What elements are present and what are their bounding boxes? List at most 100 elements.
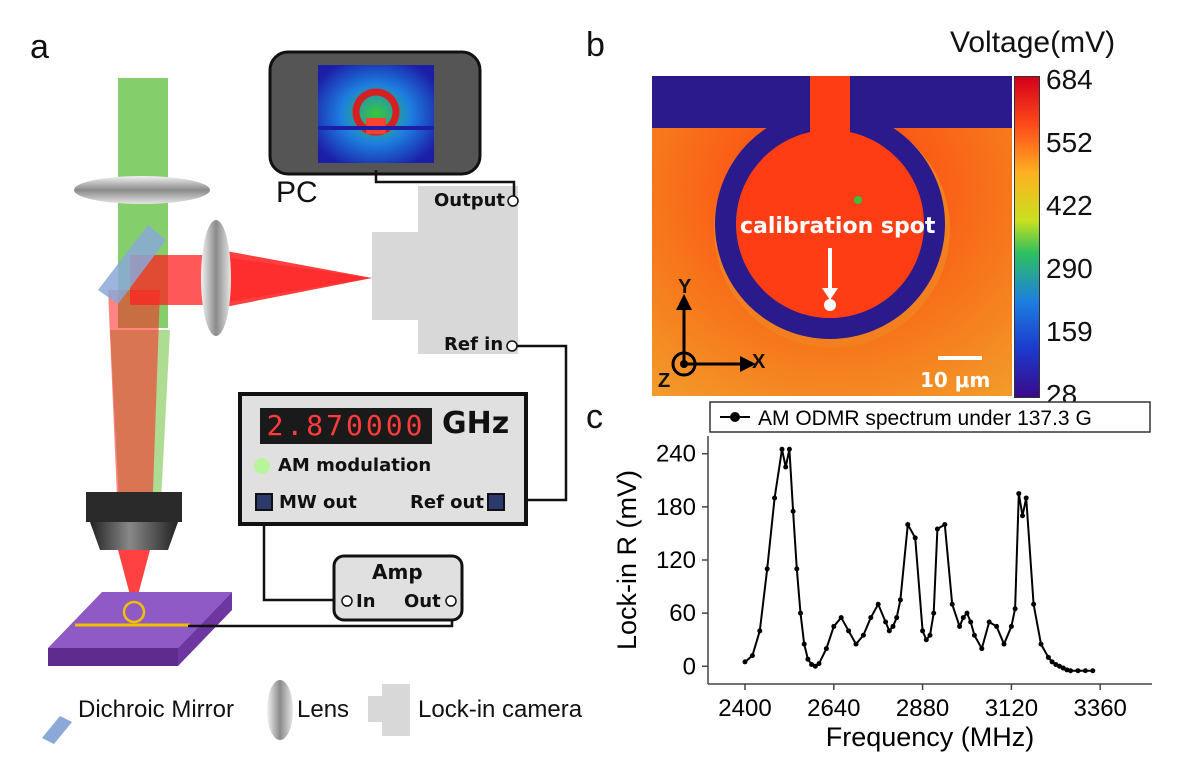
data-point xyxy=(749,653,755,659)
data-point xyxy=(860,632,866,638)
data-point xyxy=(757,628,763,634)
data-point xyxy=(923,637,929,643)
amp-in-label: In xyxy=(356,591,376,612)
data-point xyxy=(886,628,892,634)
data-point xyxy=(801,641,807,647)
amp-label: Amp xyxy=(372,560,423,584)
calibration-spot-marker xyxy=(824,299,836,311)
objective-body xyxy=(90,522,178,550)
data-point xyxy=(783,464,789,470)
data-point xyxy=(1023,495,1029,501)
legend-dichroic-icon xyxy=(42,716,72,744)
axis-y-label: Y xyxy=(678,276,692,298)
data-point xyxy=(1012,606,1018,612)
data-point xyxy=(1090,668,1096,674)
x-tick-label: 3120 xyxy=(985,695,1038,722)
x-tick-label: 2640 xyxy=(807,695,860,722)
data-point xyxy=(809,662,815,668)
red-focus-cone xyxy=(118,550,150,610)
amp-out-label: Out xyxy=(404,591,441,612)
data-point xyxy=(786,446,792,452)
data-point xyxy=(1060,665,1066,671)
mw-out-label: MW out xyxy=(279,492,357,513)
data-point xyxy=(1038,641,1044,647)
data-point xyxy=(1057,663,1062,669)
voltage-map xyxy=(652,76,1012,396)
data-point xyxy=(812,663,818,669)
calibration-arrow xyxy=(822,288,838,300)
data-point xyxy=(772,495,778,501)
data-point xyxy=(831,623,837,629)
data-point xyxy=(853,641,859,647)
colorbar-title: Voltage(mV) xyxy=(950,26,1116,59)
colorbar-tick-label: 159 xyxy=(1046,316,1093,347)
colorbar-tick-label: 290 xyxy=(1046,253,1093,284)
legend-marker xyxy=(730,412,740,422)
data-point xyxy=(942,522,948,528)
objective-top xyxy=(86,492,182,522)
pc-screen-image xyxy=(318,65,434,163)
scale-bar-label: 10 μm xyxy=(920,368,991,392)
data-point xyxy=(949,601,955,607)
data-point xyxy=(931,610,937,616)
data-point xyxy=(805,656,811,662)
panel-label-b: b xyxy=(586,26,605,64)
substrate-front xyxy=(48,648,178,666)
data-point xyxy=(1008,623,1014,629)
x-tick-label: 3360 xyxy=(1074,695,1127,722)
cable-mw xyxy=(262,506,342,602)
data-point xyxy=(868,615,874,621)
panel-label-c: c xyxy=(586,398,603,436)
pc-label: PC xyxy=(276,176,318,209)
ref-in-label: Ref in xyxy=(444,334,504,355)
mw-out-port xyxy=(255,493,273,511)
cable-ref xyxy=(496,344,568,502)
colorbar-tick-label: 422 xyxy=(1046,190,1093,221)
amp-out-port xyxy=(445,595,457,607)
dichroic-mirror xyxy=(98,225,166,304)
y-tick-label: 60 xyxy=(669,600,696,627)
data-point xyxy=(1031,601,1037,607)
data-point xyxy=(883,619,889,625)
colorbar-tick-label: 552 xyxy=(1046,127,1093,158)
data-point xyxy=(894,615,900,621)
data-point xyxy=(979,646,985,652)
colorbar xyxy=(1014,76,1040,398)
y-axis-label: Lock-in R (mV) xyxy=(612,470,642,650)
data-point xyxy=(823,646,829,652)
map-feature xyxy=(854,196,862,204)
data-point xyxy=(1020,513,1025,519)
data-point xyxy=(838,615,844,621)
resonator-inner xyxy=(736,130,924,318)
data-point xyxy=(986,619,992,625)
colorbar-tick-label: 684 xyxy=(1046,64,1093,95)
data-point xyxy=(1053,662,1059,668)
data-point xyxy=(960,615,966,621)
x-tick-label: 2880 xyxy=(896,695,949,722)
data-point xyxy=(875,601,881,607)
data-point xyxy=(846,628,852,634)
data-point xyxy=(1049,659,1055,665)
data-point xyxy=(794,566,800,572)
data-point xyxy=(927,632,933,638)
frequency-display: 2.870000 xyxy=(260,408,432,444)
omega-resonator xyxy=(122,600,146,624)
data-point xyxy=(920,628,926,634)
legend-camera-icon xyxy=(368,684,410,736)
tube-lens xyxy=(74,176,210,204)
resonator-gap xyxy=(810,76,850,144)
red-beam-vertical xyxy=(108,290,160,520)
data-point xyxy=(1082,668,1088,674)
x-tick-label: 2400 xyxy=(718,695,771,722)
focusing-lens xyxy=(201,220,231,336)
y-tick-label: 240 xyxy=(656,441,696,468)
y-tick-label: 120 xyxy=(656,547,696,574)
ref-in-port xyxy=(506,340,518,352)
amplifier xyxy=(332,554,464,622)
data-point xyxy=(779,446,785,452)
substrate-side xyxy=(178,592,232,666)
setup-diagram xyxy=(42,50,568,744)
data-point xyxy=(816,661,822,667)
legend-lens-label: Lens xyxy=(297,696,350,723)
